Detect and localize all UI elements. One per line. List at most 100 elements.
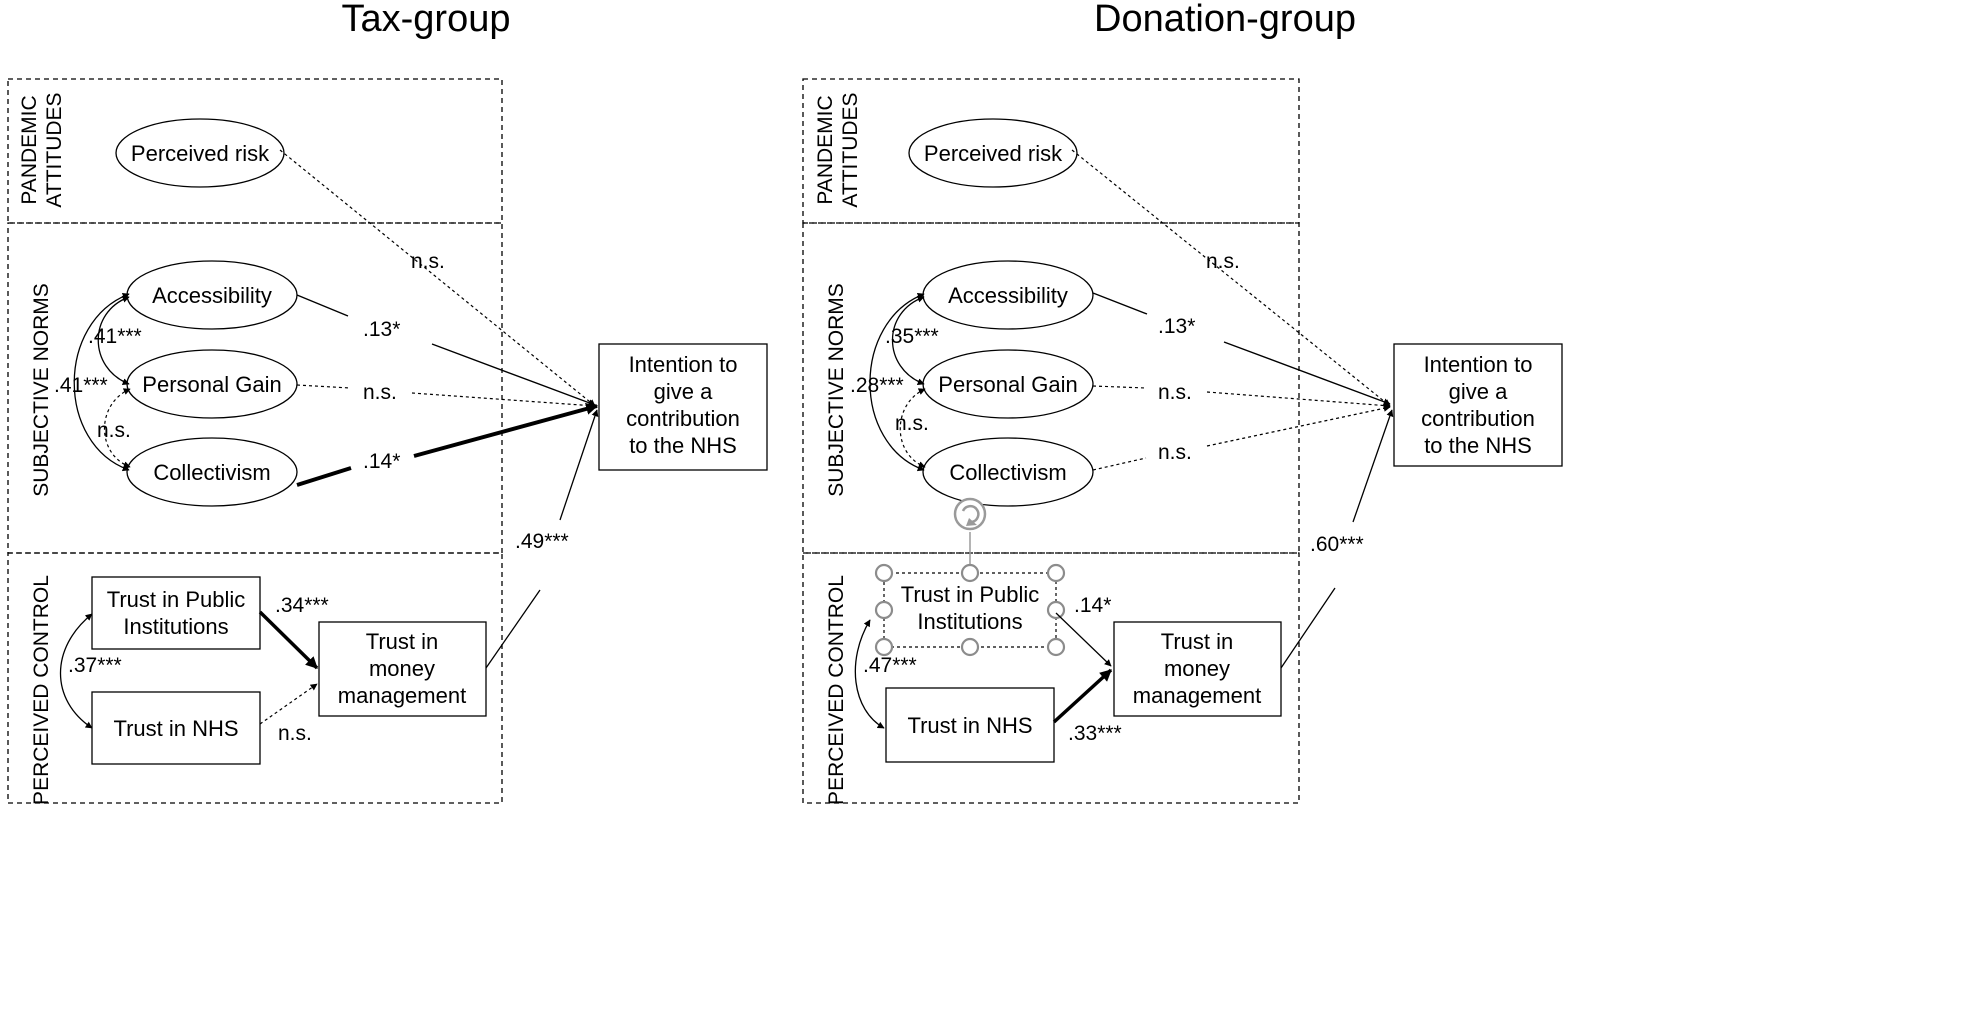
cov-tpi-tnhs <box>854 619 885 729</box>
resize-handle-nw[interactable] <box>874 563 894 583</box>
node-intention <box>1393 343 1563 467</box>
path-risk-intention <box>279 149 596 407</box>
panel-title: Tax-group <box>342 0 511 40</box>
coef-gain-intention: n.s. <box>363 381 397 404</box>
node-trust-money-management <box>318 621 487 717</box>
cov-gain-coll <box>899 388 926 468</box>
node-perceived-risk-label: Perceived risk <box>131 141 270 166</box>
coef-access-coll: .28*** <box>850 374 904 397</box>
node-collectivism-label: Collectivism <box>153 460 270 485</box>
coef-gain-intention: n.s. <box>1158 381 1192 404</box>
node-trust-public-institutions[interactable] <box>883 572 1057 648</box>
section-box-perceived-control <box>7 552 503 804</box>
path-accessibility-intention <box>296 294 349 317</box>
section-label-pandemic-attitudes: PANDEMICATTITUDES <box>18 92 66 207</box>
path-gain-intention-2 <box>1206 391 1391 410</box>
coef-access-gain: .35*** <box>885 325 939 348</box>
path-tnhs-tmm <box>1052 668 1113 724</box>
node-collectivism <box>922 437 1094 507</box>
resize-handle-s[interactable] <box>960 637 980 657</box>
path-tmm-intention-2 <box>1352 409 1394 523</box>
node-collectivism <box>126 437 298 507</box>
cov-access-coll <box>73 292 130 472</box>
path-tpi-tmm <box>258 610 319 670</box>
coef-tpi-tnhs: .47*** <box>863 654 917 677</box>
path-risk-intention <box>1071 149 1391 407</box>
path-gain-intention <box>296 384 351 389</box>
coef-accessibility-intention: .13* <box>363 318 400 341</box>
node-accessibility-label: Accessibility <box>948 283 1068 308</box>
resize-handle-sw[interactable] <box>874 637 894 657</box>
selection-handles[interactable] <box>874 532 1066 657</box>
coef-tmm-intention: .60*** <box>1310 533 1364 556</box>
coef-collectivism-intention: n.s. <box>1158 441 1192 464</box>
coef-access-gain: .41*** <box>88 325 142 348</box>
coef-collectivism-intention: .14* <box>363 450 400 473</box>
node-perceived-risk <box>908 118 1078 188</box>
resize-handle-n[interactable] <box>960 563 980 583</box>
section-label-perceived-control: PERCEIVED CONTROL <box>825 575 848 805</box>
panel-donation-group: Donation-group PANDEMICATTITUDES SUBJECT… <box>802 0 1563 805</box>
path-accessibility-intention-2 <box>1223 341 1391 406</box>
node-perceived-risk-label: Perceived risk <box>924 141 1063 166</box>
panel-title: Donation-group <box>1094 0 1356 40</box>
path-tmm-intention <box>1280 587 1336 669</box>
node-trust-nhs <box>885 687 1055 763</box>
path-collectivism-intention <box>296 466 352 487</box>
path-accessibility-intention-2 <box>431 343 596 407</box>
path-tmm-intention <box>485 589 541 669</box>
cov-gain-coll <box>103 388 131 469</box>
section-label-subjective-norms: SUBJECTIVE NORMS <box>30 283 53 497</box>
rotate-handle-icon[interactable] <box>953 497 987 531</box>
coef-risk-intention: n.s. <box>1206 250 1240 273</box>
node-accessibility-label: Accessibility <box>152 283 272 308</box>
node-personal-gain-label: Personal Gain <box>142 372 281 397</box>
path-collectivism-intention-2 <box>413 403 599 458</box>
section-box-perceived-control <box>802 552 1300 804</box>
section-label-pandemic-attitudes: PANDEMICATTITUDES <box>814 92 862 207</box>
coef-risk-intention: n.s. <box>411 250 445 273</box>
node-trust-money-management <box>1113 621 1282 717</box>
coef-tpi-tnhs: .37*** <box>68 654 122 677</box>
path-tmm-intention-2 <box>559 409 599 521</box>
node-trust-nhs <box>91 691 261 765</box>
coef-access-coll: .41*** <box>54 374 108 397</box>
coef-accessibility-intention: .13* <box>1158 315 1195 338</box>
path-tnhs-tmm <box>259 683 318 725</box>
node-collectivism-label: Collectivism <box>949 460 1066 485</box>
cov-access-gain <box>97 295 130 385</box>
resize-handle-se[interactable] <box>1046 637 1066 657</box>
cov-access-coll <box>869 293 925 472</box>
coef-tnhs-tmm: .33*** <box>1068 722 1122 745</box>
node-intention <box>598 343 768 471</box>
coef-tpi-tmm: .14* <box>1074 594 1111 617</box>
resize-handle-w[interactable] <box>874 600 894 620</box>
resize-handle-e[interactable] <box>1046 600 1066 620</box>
path-collectivism-intention-2 <box>1206 404 1391 447</box>
coef-gain-coll: n.s. <box>97 419 131 442</box>
coef-gain-coll: n.s. <box>895 412 929 435</box>
path-collectivism-intention <box>1092 457 1147 471</box>
node-trust-nhs-label: Trust in NHS <box>907 713 1032 738</box>
coef-tmm-intention: .49*** <box>515 530 569 553</box>
section-label-subjective-norms: SUBJECTIVE NORMS <box>825 283 848 497</box>
cov-access-gain <box>892 295 925 386</box>
node-personal-gain-label: Personal Gain <box>938 372 1077 397</box>
panel-tax-group: Tax-group PANDEMICATTITUDES SUBJECTIVE N… <box>7 0 768 805</box>
section-label-perceived-control: PERCEIVED CONTROL <box>30 575 53 805</box>
path-gain-intention <box>1092 385 1147 389</box>
path-tpi-tmm <box>1055 612 1112 667</box>
coef-tnhs-tmm: n.s. <box>278 722 312 745</box>
path-gain-intention-2 <box>411 392 596 410</box>
coef-tpi-tmm: .34*** <box>275 594 329 617</box>
path-accessibility-intention <box>1092 292 1148 315</box>
node-perceived-risk <box>115 118 285 188</box>
resize-handle-ne[interactable] <box>1046 563 1066 583</box>
